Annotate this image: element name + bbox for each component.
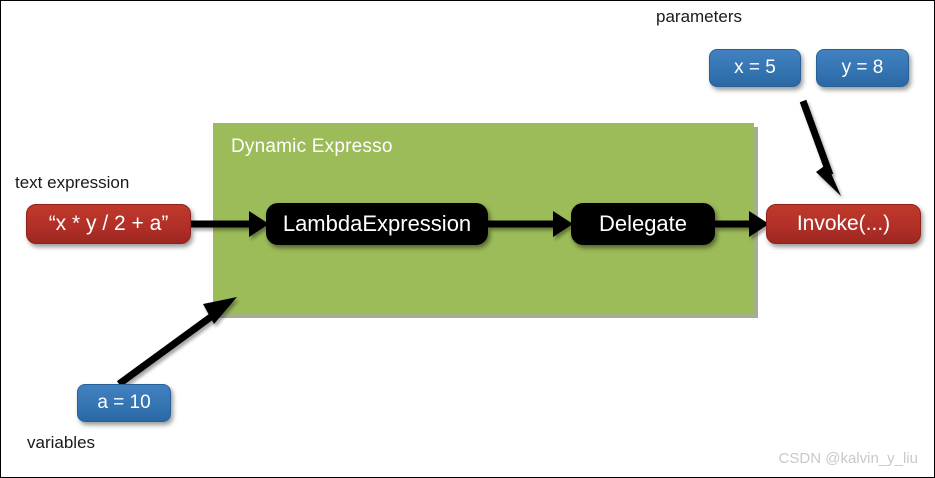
- node-variable-a[interactable]: a = 10: [77, 384, 171, 422]
- node-parameter-x[interactable]: x = 5: [709, 49, 801, 87]
- caption-variables: variables: [27, 433, 96, 452]
- node-lambda-expression[interactable]: LambdaExpression: [266, 203, 488, 245]
- node-parameter-y[interactable]: y = 8: [816, 49, 909, 87]
- container-title: Dynamic Expresso: [231, 136, 393, 157]
- node-delegate[interactable]: Delegate: [571, 203, 715, 245]
- caption-text-expression: text expression: [15, 173, 130, 192]
- node-invoke[interactable]: Invoke(...): [766, 204, 921, 244]
- watermark: CSDN @kalvin_y_liu: [778, 450, 918, 467]
- node-expression[interactable]: “x * y / 2 + a”: [26, 204, 191, 244]
- caption-parameters: parameters: [656, 7, 742, 26]
- arrow-parameters-to-invoke: [799, 99, 841, 196]
